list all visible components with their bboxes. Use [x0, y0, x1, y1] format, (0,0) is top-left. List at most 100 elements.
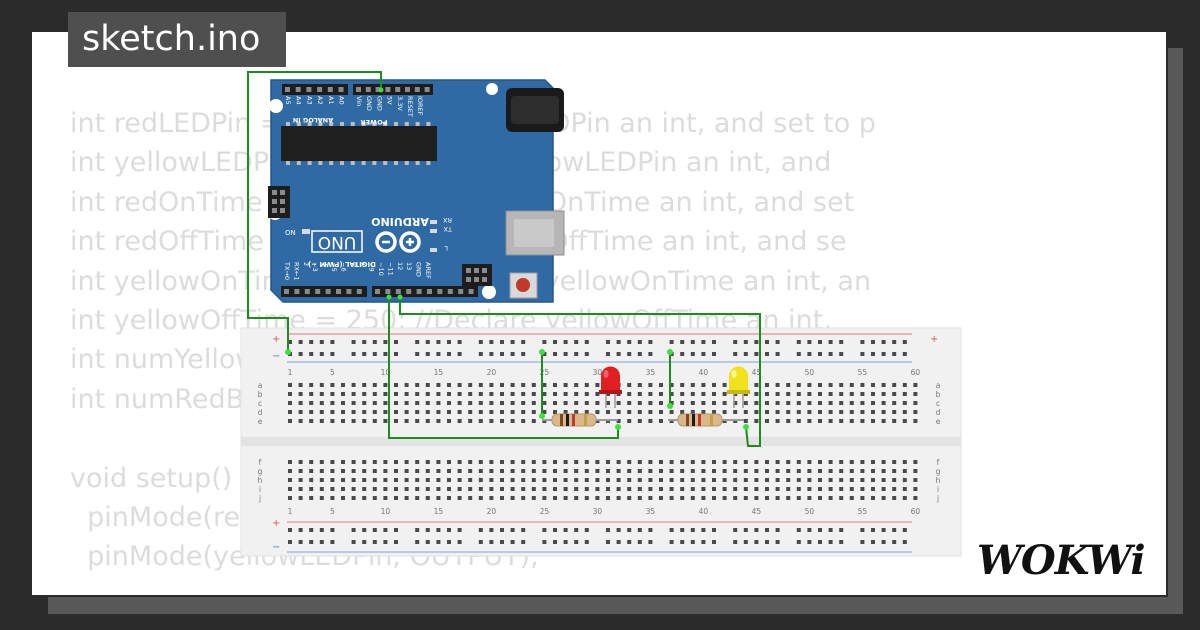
breadboard-hole[interactable]: [447, 540, 451, 544]
breadboard-hole[interactable]: [849, 469, 854, 473]
breadboard-hole[interactable]: [415, 487, 420, 491]
breadboard-hole[interactable]: [627, 410, 632, 414]
breadboard-hole[interactable]: [796, 340, 801, 344]
breadboard-hole[interactable]: [309, 392, 314, 396]
breadboard-hole[interactable]: [775, 392, 780, 396]
breadboard-hole[interactable]: [712, 340, 716, 344]
breadboard-hole[interactable]: [351, 528, 356, 532]
breadboard-hole[interactable]: [330, 352, 335, 356]
breadboard-hole[interactable]: [372, 478, 377, 482]
breadboard-hole[interactable]: [807, 540, 812, 544]
breadboard-hole[interactable]: [447, 410, 451, 414]
breadboard-hole[interactable]: [892, 401, 897, 405]
breadboard-hole[interactable]: [796, 383, 801, 387]
breadboard-hole[interactable]: [606, 410, 610, 414]
breadboard-hole[interactable]: [521, 410, 526, 414]
breadboard-hole[interactable]: [436, 340, 441, 344]
breadboard-hole[interactable]: [669, 496, 674, 500]
breadboard-hole[interactable]: [500, 496, 504, 500]
breadboard-hole[interactable]: [489, 469, 494, 473]
breadboard-hole[interactable]: [659, 401, 663, 405]
breadboard-hole[interactable]: [616, 478, 621, 482]
red-led[interactable]: [599, 366, 622, 409]
breadboard-hole[interactable]: [871, 478, 875, 482]
breadboard-hole[interactable]: [341, 419, 345, 423]
breadboard-hole[interactable]: [712, 392, 716, 396]
breadboard-hole[interactable]: [818, 540, 822, 544]
breadboard-hole[interactable]: [298, 340, 303, 344]
breadboard-hole[interactable]: [818, 460, 822, 464]
breadboard-hole[interactable]: [298, 401, 303, 405]
breadboard-hole[interactable]: [690, 540, 695, 544]
breadboard-hole[interactable]: [436, 540, 441, 544]
breadboard-hole[interactable]: [754, 401, 759, 405]
breadboard-hole[interactable]: [436, 487, 441, 491]
breadboard-hole[interactable]: [669, 528, 674, 532]
breadboard-hole[interactable]: [690, 383, 695, 387]
breadboard-hole[interactable]: [584, 460, 589, 464]
breadboard-hole[interactable]: [372, 460, 377, 464]
breadboard-hole[interactable]: [436, 392, 441, 396]
breadboard-hole[interactable]: [722, 383, 727, 387]
breadboard-hole[interactable]: [351, 419, 356, 423]
breadboard-hole[interactable]: [913, 487, 918, 491]
breadboard-hole[interactable]: [606, 469, 610, 473]
breadboard-hole[interactable]: [722, 487, 727, 491]
breadboard-hole[interactable]: [913, 496, 918, 500]
breadboard-hole[interactable]: [584, 469, 589, 473]
breadboard-hole[interactable]: [531, 401, 536, 405]
breadboard-hole[interactable]: [553, 460, 557, 464]
breadboard-hole[interactable]: [489, 540, 494, 544]
breadboard-hole[interactable]: [415, 460, 420, 464]
breadboard-hole[interactable]: [871, 352, 875, 356]
breadboard-hole[interactable]: [510, 401, 515, 405]
breadboard-hole[interactable]: [510, 487, 515, 491]
breadboard-hole[interactable]: [690, 487, 695, 491]
breadboard-hole[interactable]: [404, 392, 409, 396]
breadboard-hole[interactable]: [881, 401, 886, 405]
breadboard-hole[interactable]: [362, 419, 367, 423]
breadboard-hole[interactable]: [680, 352, 685, 356]
breadboard-hole[interactable]: [807, 352, 812, 356]
breadboard-hole[interactable]: [319, 460, 324, 464]
breadboard-hole[interactable]: [330, 487, 335, 491]
breadboard-hole[interactable]: [372, 469, 377, 473]
breadboard-hole[interactable]: [288, 460, 292, 464]
breadboard-hole[interactable]: [606, 352, 610, 356]
breadboard-hole[interactable]: [404, 419, 409, 423]
breadboard-hole[interactable]: [383, 478, 388, 482]
breadboard-hole[interactable]: [425, 383, 430, 387]
breadboard-hole[interactable]: [839, 340, 844, 344]
breadboard-hole[interactable]: [415, 352, 420, 356]
breadboard-hole[interactable]: [733, 528, 738, 532]
breadboard-hole[interactable]: [489, 352, 494, 356]
breadboard-hole[interactable]: [436, 478, 441, 482]
breadboard-hole[interactable]: [722, 460, 727, 464]
breadboard-hole[interactable]: [765, 340, 769, 344]
breadboard-hole[interactable]: [383, 352, 388, 356]
breadboard-hole[interactable]: [849, 419, 854, 423]
breadboard-hole[interactable]: [881, 352, 886, 356]
breadboard-hole[interactable]: [902, 392, 907, 396]
breadboard-hole[interactable]: [362, 496, 367, 500]
breadboard-hole[interactable]: [521, 401, 526, 405]
breadboard-hole[interactable]: [892, 410, 897, 414]
breadboard-hole[interactable]: [754, 392, 759, 396]
breadboard-hole[interactable]: [616, 528, 621, 532]
breadboard-hole[interactable]: [468, 469, 473, 473]
breadboard-hole[interactable]: [500, 410, 504, 414]
breadboard-hole[interactable]: [563, 496, 568, 500]
breadboard-hole[interactable]: [860, 392, 865, 396]
breadboard-hole[interactable]: [807, 487, 812, 491]
breadboard-hole[interactable]: [319, 496, 324, 500]
breadboard-hole[interactable]: [394, 340, 398, 344]
breadboard-hole[interactable]: [839, 540, 844, 544]
breadboard-hole[interactable]: [330, 460, 335, 464]
breadboard-hole[interactable]: [351, 352, 356, 356]
breadboard-hole[interactable]: [383, 392, 388, 396]
breadboard-hole[interactable]: [372, 419, 377, 423]
breadboard-hole[interactable]: [595, 410, 600, 414]
breadboard-hole[interactable]: [913, 392, 918, 396]
resistor-red-led[interactable]: [542, 413, 618, 427]
breadboard-hole[interactable]: [606, 460, 610, 464]
